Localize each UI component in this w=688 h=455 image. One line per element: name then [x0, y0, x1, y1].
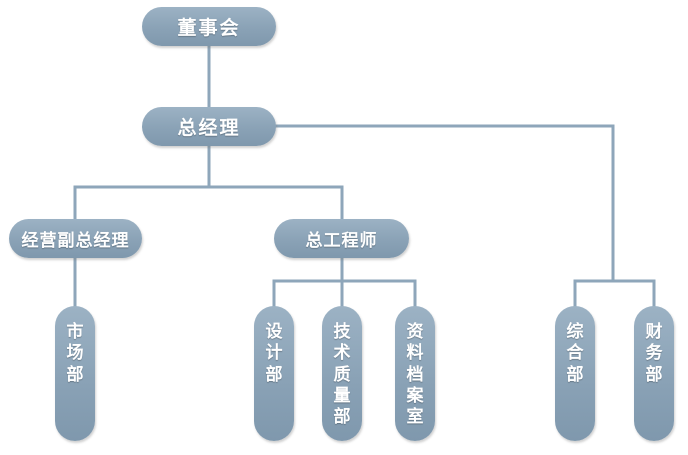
chief-engineer-label: 总工程师	[305, 231, 378, 251]
design-dept-node: 设计部	[254, 306, 294, 441]
tech-quality-dept-label: 技术质量部	[333, 322, 351, 427]
general-dept-node: 综合部	[555, 306, 595, 441]
deputy-gm-label: 经营副总经理	[21, 231, 130, 251]
board-node: 董事会	[142, 7, 276, 46]
design-dept-label: 设计部	[265, 322, 283, 385]
general-dept-label: 综合部	[566, 322, 584, 385]
archive-room-node: 资料档案室	[395, 306, 435, 441]
archive-room-label: 资料档案室	[406, 322, 424, 427]
market-dept-node: 市场部	[55, 306, 95, 441]
market-dept-label: 市场部	[66, 322, 84, 385]
tech-quality-dept-node: 技术质量部	[322, 306, 362, 441]
deputy-gm-node: 经营副总经理	[9, 219, 142, 258]
finance-dept-node: 财务部	[634, 306, 674, 441]
general-manager-node: 总经理	[142, 107, 276, 146]
finance-dept-label: 财务部	[645, 322, 663, 385]
chief-engineer-node: 总工程师	[274, 219, 409, 258]
general-manager-label: 总经理	[177, 117, 241, 139]
board-label: 董事会	[177, 17, 241, 39]
